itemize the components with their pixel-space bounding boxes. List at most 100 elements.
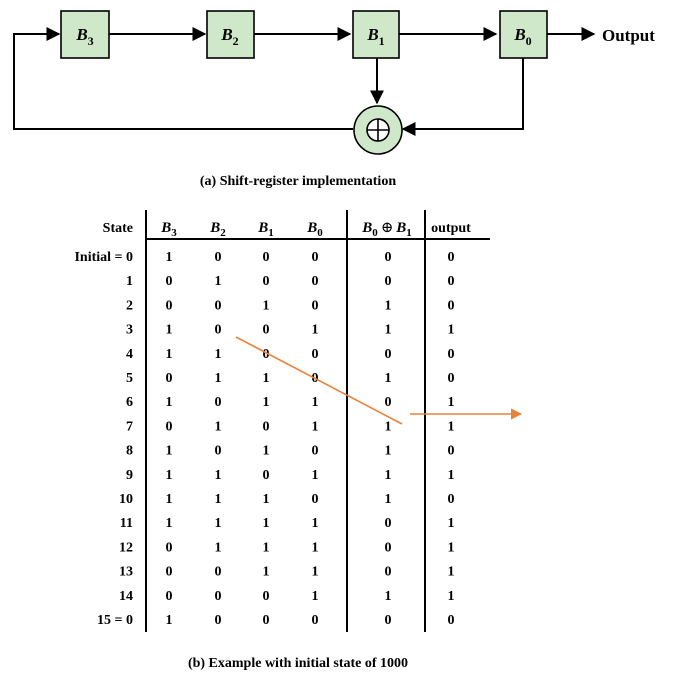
header-xor: B0⊕B1 xyxy=(361,220,412,239)
cell-b3: 0 xyxy=(166,371,173,386)
cell-b2: 1 xyxy=(215,371,222,386)
cell-out: 0 xyxy=(448,371,455,386)
cell-b3: 1 xyxy=(166,323,173,338)
cell-b1: 1 xyxy=(263,540,270,555)
cell-b2: 1 xyxy=(215,516,222,531)
row-state: 3 xyxy=(126,323,133,338)
cell-b3: 1 xyxy=(166,613,173,628)
output-label: Output xyxy=(602,26,655,45)
row-state: 7 xyxy=(126,419,133,434)
cell-out: 1 xyxy=(448,395,455,410)
row-state: Initial = 0 xyxy=(74,250,133,265)
cell-b3: 1 xyxy=(166,395,173,410)
caption-b: (b) Example with initial state of 1000 xyxy=(188,656,408,671)
cell-xor: 1 xyxy=(385,419,392,434)
cell-xor: 0 xyxy=(385,516,392,531)
cell-b0: 0 xyxy=(312,492,319,507)
register-b2-label: B xyxy=(220,25,232,44)
cell-b0: 1 xyxy=(312,540,319,555)
cell-xor: 1 xyxy=(385,371,392,386)
row-state: 10 xyxy=(119,492,133,507)
cell-b2: 1 xyxy=(215,540,222,555)
cell-b0: 0 xyxy=(312,613,319,628)
cell-xor: 1 xyxy=(385,298,392,313)
wire-feedback xyxy=(13,27,353,130)
cell-b1: 1 xyxy=(263,444,270,459)
cell-out: 1 xyxy=(448,589,455,604)
cell-b0: 1 xyxy=(312,419,319,434)
wire-b0-xor xyxy=(401,58,524,136)
register-b0-sub: 0 xyxy=(526,34,532,48)
register-b1-label: B xyxy=(366,25,378,44)
cell-b3: 0 xyxy=(166,419,173,434)
row-state: 2 xyxy=(126,298,133,313)
cell-b0: 0 xyxy=(312,298,319,313)
cell-xor: 1 xyxy=(385,589,392,604)
cell-out: 0 xyxy=(448,613,455,628)
cell-b3: 1 xyxy=(166,516,173,531)
cell-xor: 0 xyxy=(385,613,392,628)
cell-b3: 1 xyxy=(166,347,173,362)
cell-b1: 0 xyxy=(263,274,270,289)
cell-b0: 1 xyxy=(312,468,319,483)
cell-b2: 1 xyxy=(215,347,222,362)
cell-b0: 1 xyxy=(312,589,319,604)
cell-b0: 0 xyxy=(312,347,319,362)
cell-b0: 0 xyxy=(312,250,319,265)
register-b1-sub: 1 xyxy=(379,34,385,48)
svg-text:B0: B0 xyxy=(513,25,531,48)
cell-b3: 1 xyxy=(166,492,173,507)
cell-b0: 1 xyxy=(312,323,319,338)
cell-b3: 1 xyxy=(166,444,173,459)
row-state: 5 xyxy=(126,371,133,386)
register-b0-label: B xyxy=(513,25,525,44)
cell-b3: 1 xyxy=(166,250,173,265)
row-state: 14 xyxy=(119,589,133,604)
header-b1: B1 xyxy=(257,220,274,239)
register-b1: B1 xyxy=(352,10,400,59)
header-output: output xyxy=(431,221,471,236)
cell-out: 1 xyxy=(448,516,455,531)
register-b2-sub: 2 xyxy=(233,34,239,48)
cell-b2: 1 xyxy=(215,492,222,507)
cell-b3: 0 xyxy=(166,274,173,289)
header-b3: B3 xyxy=(160,220,177,239)
cell-out: 1 xyxy=(448,565,455,580)
cell-b2: 0 xyxy=(215,395,222,410)
cell-b0: 0 xyxy=(312,274,319,289)
cell-b1: 0 xyxy=(263,589,270,604)
register-b0: B0 xyxy=(499,10,548,59)
svg-text:B1: B1 xyxy=(366,25,384,48)
cell-out: 1 xyxy=(448,540,455,555)
cell-out: 0 xyxy=(448,347,455,362)
cell-xor: 1 xyxy=(385,468,392,483)
cell-b1: 1 xyxy=(263,565,270,580)
cell-xor: 1 xyxy=(385,444,392,459)
annotation-marks xyxy=(235,336,523,425)
cell-xor: 0 xyxy=(385,540,392,555)
shift-register-diagram: B3 B2 B1 B0 Output xyxy=(13,10,655,189)
cell-b1: 0 xyxy=(263,347,270,362)
cell-out: 1 xyxy=(448,468,455,483)
cell-b1: 1 xyxy=(263,371,270,386)
header-state: State xyxy=(103,221,133,236)
row-state: 1 xyxy=(126,274,133,289)
register-b3-sub: 3 xyxy=(88,34,94,48)
annotation-diagonal-stroke xyxy=(235,336,403,425)
cell-b2: 0 xyxy=(215,565,222,580)
cell-out: 1 xyxy=(448,419,455,434)
row-state: 15 = 0 xyxy=(97,613,133,628)
